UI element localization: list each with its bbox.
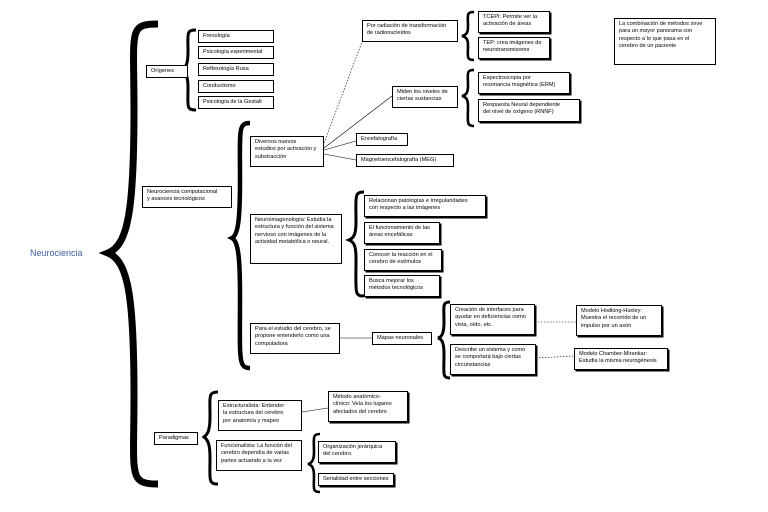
origenes-item-gestalt: Psicología de la Gestalt: [198, 96, 274, 109]
origenes-item-conductismo: Conductismo: [198, 80, 274, 93]
hodking-box: Modelo Hodking-Huxley: Muestra el recorr…: [576, 305, 662, 336]
mapas-brace: [437, 300, 451, 380]
chamber-box: Modelo Chamber-Mirankar: Estudia la mism…: [574, 348, 668, 370]
main-brace: [98, 20, 159, 488]
computacional-brace: [226, 120, 251, 371]
neuroimagenologia-item-mejorar: Busca mejorar los métodos tecnológicos: [364, 275, 440, 297]
funcionalista-brace: [307, 432, 321, 494]
mapas-box: Mapas neuronales: [372, 332, 432, 345]
radiacion-box: Por radiación de transformación de radio…: [362, 20, 458, 42]
radiacion-brace: [461, 10, 475, 62]
funcionalista-box: Funcionalista: La función del cerebro de…: [216, 440, 302, 471]
neuroimagenologia-item-funcionamiento: El funcionamiento de las áreas encefálic…: [364, 222, 440, 244]
origenes-item-reflexologia-rusa: Reflexología Rusa: [198, 63, 274, 76]
metodo-box: Método anatómico- clínico: Veía los luga…: [328, 391, 408, 422]
paradigmas-label: Paradigmas: [154, 432, 198, 445]
neuroimagenologia-brace: [344, 190, 365, 298]
miden-box: Miden los niveles de ciertas sustancias: [392, 86, 458, 108]
origenes-label: Orígenes: [146, 65, 188, 78]
estudios-label: Diversos nuevos estudios por activación …: [250, 136, 324, 167]
origenes-item-psicologia-experimental: Psicología experimental: [198, 46, 274, 59]
erm-box: Espectroscopia por resonancia magnética …: [478, 72, 570, 94]
estructuralista-box: Estructuralista: Entender la estructura …: [218, 400, 302, 431]
tcepi-box: TCEPI: Permite ver la activación de área…: [478, 11, 550, 33]
computacional-label: Neurociencia computacional y avances tec…: [142, 186, 232, 208]
neuroimagenologia-item-patologias: Relacionan patologías e irregularidades …: [364, 195, 486, 217]
estudio-cerebro-label: Para el estudio del cerebro, se propone …: [250, 323, 340, 354]
serialidad-box: Serialidad entre secciones: [318, 473, 394, 486]
paradigmas-brace: [201, 390, 219, 486]
rnnf-box: Respuesta Neural dependiente del nivel d…: [478, 99, 580, 122]
organizacion-box: Organización jerárquica del cerebro.: [318, 441, 396, 463]
root-title: Neurociencia: [30, 248, 83, 258]
tep-box: TEP: crea imágenes de neurotransmisores: [478, 37, 550, 59]
meg-box: Magnetoencefalografía (MEG): [356, 154, 454, 167]
origenes-item-frenologia: Frenología: [198, 30, 274, 43]
interfaces-box: Creación de interfaces para ayudar en de…: [450, 304, 535, 335]
miden-brace: [461, 68, 475, 128]
nota-box: La combinación de métodos sirve para un …: [614, 18, 716, 65]
neuroimagenologia-label: Neuroimagenología: Estudia la estructura…: [250, 214, 342, 264]
neuroimagenologia-item-reaccion: Conocer la reacción en el cerebro de est…: [364, 249, 442, 271]
encefalografia-box: Encefalografía: [356, 133, 408, 146]
sistema-box: Describe un sistema y como se comportará…: [450, 344, 536, 375]
